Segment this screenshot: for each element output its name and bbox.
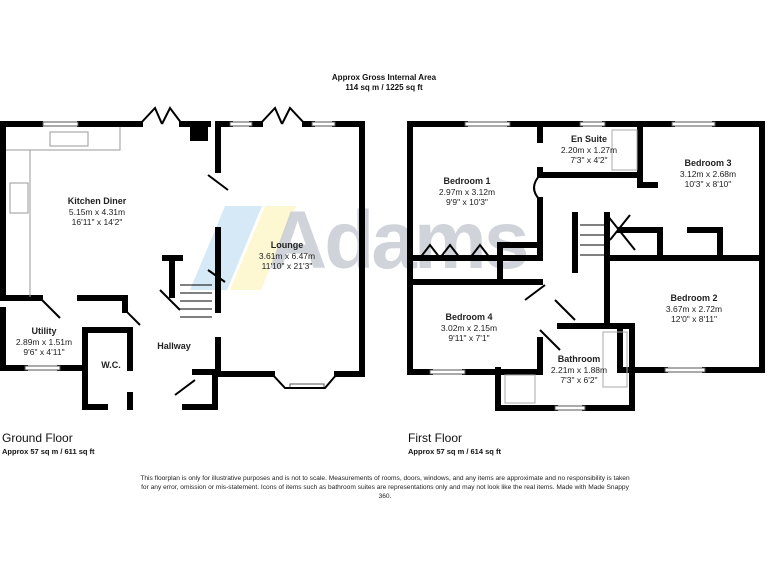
room-name: Bedroom 3 [684, 158, 732, 168]
room-hallway: Hallway [157, 341, 191, 352]
bathroom-fittings [504, 129, 638, 404]
floor-area: Approx 57 sq m / 611 sq ft [2, 447, 95, 456]
room-size-imperial: 7'3" x 4'2" [570, 155, 608, 165]
room-name: W.C. [101, 360, 121, 370]
floor-title: First Floor [408, 431, 462, 445]
ground-floor-stairs [180, 284, 212, 318]
first-floor-caption: First Floor Approx 57 sq m / 614 sq ft [408, 431, 501, 456]
room-name: Kitchen Diner [67, 196, 127, 206]
room-name: Bedroom 1 [443, 176, 491, 186]
room-size-metric: 3.67m x 2.72m [665, 303, 723, 314]
room-size-imperial: 11'10" x 21'3" [261, 261, 313, 271]
gross-internal-area: Approx Gross Internal Area 114 sq m / 12… [0, 73, 768, 93]
room-size-metric: 2.97m x 3.12m [438, 186, 496, 197]
ground-floor-doors [39, 106, 338, 396]
ground-floor-caption: Ground Floor Approx 57 sq m / 611 sq ft [2, 431, 95, 456]
room-size-metric: 3.12m x 2.68m [679, 168, 737, 179]
room-size-metric: 2.89m x 1.51m [15, 336, 73, 347]
room-name: Lounge [270, 240, 304, 250]
chimney-block [190, 121, 208, 141]
gia-value: 114 sq m / 1225 sq ft [345, 83, 423, 92]
room-bedroom-4: Bedroom 4 3.02m x 2.15m 9'11" x 7'1" [441, 312, 497, 344]
room-size-imperial: 7'3" x 6'2" [560, 375, 598, 385]
room-size-imperial: 10'3" x 8'10" [684, 179, 732, 189]
room-size-imperial: 9'6" x 4'11" [23, 347, 65, 357]
logo-yellow-slash [230, 206, 296, 290]
room-name: En Suite [570, 134, 608, 144]
room-size-imperial: 12'0" x 8'11" [670, 314, 717, 324]
kitchen-fittings [6, 127, 121, 297]
room-name: Bathroom [557, 354, 601, 364]
room-name: Hallway [157, 341, 191, 351]
ground-floor-walls [0, 121, 365, 410]
gia-title: Approx Gross Internal Area [331, 73, 437, 82]
floor-title: Ground Floor [2, 431, 73, 445]
room-bedroom-3: Bedroom 3 3.12m x 2.68m 10'3" x 8'10" [680, 158, 736, 190]
watermark-text: Adams [268, 195, 529, 286]
room-kitchen-diner: Kitchen Diner 5.15m x 4.31m 16'11" x 14'… [68, 196, 127, 228]
room-size-metric: 2.20m x 1.27m [560, 144, 618, 155]
disclaimer: This floorplan is only for illustrative … [140, 475, 630, 500]
room-bedroom-1: Bedroom 1 2.97m x 3.12m 9'9" x 10'3" [439, 176, 495, 208]
room-size-imperial: 9'9" x 10'3" [446, 197, 488, 207]
room-bathroom: Bathroom 2.21m x 1.88m 7'3" x 6'2" [551, 354, 607, 386]
room-size-metric: 5.15m x 4.31m [68, 206, 126, 217]
room-size-imperial: 9'11" x 7'1" [448, 333, 490, 343]
room-bedroom-2: Bedroom 2 3.67m x 2.72m 12'0" x 8'11" [666, 293, 722, 325]
room-size-metric: 2.21m x 1.88m [550, 364, 608, 375]
room-name: Bedroom 4 [445, 312, 493, 322]
logo-blue-slash [190, 206, 262, 290]
room-wc: W.C. [101, 360, 121, 371]
first-floor-doors [419, 174, 636, 351]
room-en-suite: En Suite 2.20m x 1.27m 7'3" x 4'2" [561, 134, 617, 166]
room-utility: Utility 2.89m x 1.51m 9'6" x 4'11" [16, 326, 72, 358]
room-name: Bedroom 2 [670, 293, 718, 303]
first-floor-walls [407, 121, 765, 411]
room-size-imperial: 16'11" x 14'2" [71, 217, 123, 227]
room-name: Utility [31, 326, 57, 336]
room-size-metric: 3.02m x 2.15m [440, 322, 498, 333]
floor-area: Approx 57 sq m / 614 sq ft [408, 447, 501, 456]
room-size-metric: 3.61m x 6.47m [258, 250, 316, 261]
ground-floor-windows [24, 121, 336, 389]
first-floor-windows [429, 121, 716, 411]
room-lounge: Lounge 3.61m x 6.47m 11'10" x 21'3" [259, 240, 315, 272]
first-floor-stairs [580, 224, 605, 256]
